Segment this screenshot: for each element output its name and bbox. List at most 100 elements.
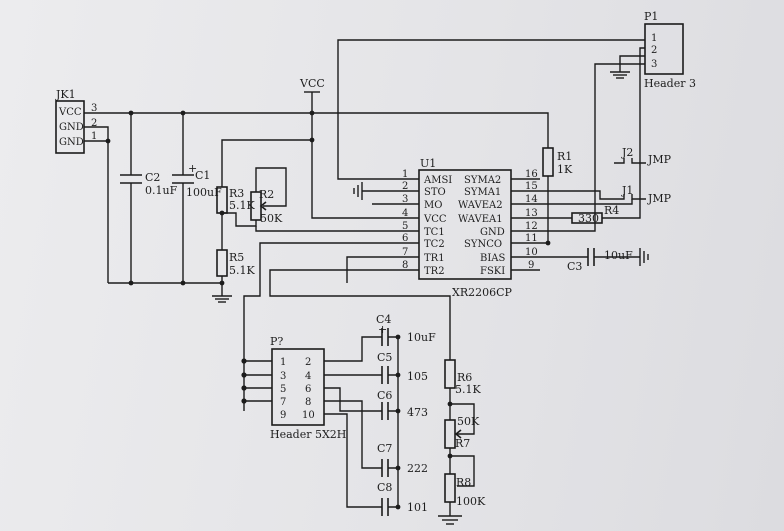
header-pin2: 2: [305, 357, 311, 368]
r6-value: 5.1K: [455, 383, 481, 396]
wire-tr1: [346, 256, 391, 283]
u1-pin6-num: 6: [402, 233, 408, 244]
u1-pin8-num: 8: [402, 260, 408, 271]
wire-jk1-gnd: [84, 126, 109, 283]
resistor-r4: 330 R4: [571, 204, 619, 225]
u1-pin4-num: 4: [402, 208, 408, 219]
u1-pin16-num: 16: [525, 169, 538, 180]
c2-value: 0.1uF: [145, 184, 178, 197]
p1-pin3: 3: [651, 59, 657, 70]
jk1-pin3-num: 3: [91, 103, 97, 114]
c3-ref: C3: [567, 260, 582, 273]
c1-polarity: +: [188, 162, 197, 175]
r4-value: 330: [578, 212, 599, 225]
jk1-ref: JK1: [55, 88, 76, 101]
ground-symbol-4: [610, 55, 645, 79]
capacitor-c2: C2 0.1uF: [120, 113, 178, 283]
capacitor-c7: C7 222: [377, 442, 428, 477]
u1-pin14-name: WAVEA2: [458, 200, 503, 211]
header-name: Header 5X2H: [270, 428, 346, 441]
wire-hdr-c4: [324, 336, 382, 362]
j2-value: JMP: [647, 153, 672, 166]
wire-wavea2: [540, 199, 633, 205]
u1-pin9-name: FSKI: [480, 266, 505, 277]
header-pin5: 5: [280, 384, 286, 395]
jumper-j2: J2 JMP: [614, 146, 672, 166]
wire-hdr-c7: [324, 400, 382, 469]
j1-value: JMP: [647, 192, 672, 205]
wire-vcc-rail: [84, 112, 549, 148]
potentiometer-r7: 50K R7: [444, 403, 480, 450]
r1-value: 1K: [557, 163, 573, 176]
c7-value: 222: [407, 462, 428, 475]
ground-symbol-2: [353, 182, 391, 200]
p1-pin1: 1: [651, 33, 657, 44]
ground-symbol-1: [212, 295, 232, 303]
resistor-r5: R5 5.1K: [216, 249, 255, 277]
capacitor-c4: C4 + 10uF: [376, 313, 436, 346]
u1-part: XR2206CP: [452, 286, 513, 299]
j2-ref: J2: [621, 146, 633, 159]
capacitor-c8: C8 101: [377, 481, 428, 516]
wire-amsi-p1: [337, 39, 645, 180]
header-pin6: 6: [305, 384, 311, 395]
u1-pin9-num: 9: [528, 260, 534, 271]
wire-syma1-j1: [540, 190, 620, 200]
c6-value: 473: [407, 406, 428, 419]
u1-pin2-name: STO: [424, 187, 446, 198]
potentiometer-r2: R2 50K: [250, 167, 287, 225]
ground-symbol-3: [639, 248, 649, 266]
jk1-pin3-name: VCC: [58, 107, 82, 118]
wire-r4-out: [602, 47, 645, 219]
p1-name: Header 3: [644, 77, 696, 90]
capacitor-c1: + C1 100uF: [172, 113, 222, 283]
r2-value: 50K: [260, 212, 283, 225]
header-pin7: 7: [280, 397, 286, 408]
u1-ref: U1: [420, 157, 436, 170]
header-ref: P?: [270, 335, 283, 348]
jk1-pin2-num: 2: [91, 118, 97, 129]
u1-pin10-num: 10: [525, 247, 538, 258]
wire-r1-synco: [540, 176, 549, 244]
c7-ref: C7: [377, 442, 392, 455]
header-pin9: 9: [280, 410, 286, 421]
u1-pin13-name: WAVEA1: [458, 214, 503, 225]
u1-pin12-num: 12: [525, 221, 538, 232]
c8-ref: C8: [377, 481, 392, 494]
vcc-symbol: VCC: [299, 77, 325, 93]
header-pin10: 10: [302, 410, 315, 421]
potentiometer-r8: R8 100K: [444, 455, 486, 508]
jk1-pin1-num: 1: [91, 131, 97, 142]
r1-ref: R1: [557, 150, 572, 163]
c1-ref: C1: [195, 169, 210, 182]
capacitor-c3: C3 10uF: [567, 248, 640, 273]
r4-ref: R4: [604, 204, 619, 217]
j1-ref: J1: [621, 184, 633, 197]
u1-pin11-num: 11: [525, 233, 538, 244]
jk1-pin2-name: GND: [59, 122, 84, 133]
r5-ref: R5: [229, 251, 244, 264]
u1-pin3-name: MO: [424, 200, 442, 211]
u1-pin2-num: 2: [402, 181, 408, 192]
u1-pin7-name: TR1: [424, 253, 445, 264]
c1-value: 100uF: [186, 186, 222, 199]
wire-vcc-r3: [221, 139, 312, 187]
p1-ref: P1: [644, 10, 658, 23]
wire-tr2: [269, 269, 451, 360]
u1-pin7-num: 7: [402, 247, 408, 258]
u1-pin6-name: TC2: [424, 239, 445, 250]
header-pin4: 4: [305, 371, 311, 382]
u1-pin5-num: 5: [402, 221, 408, 232]
u1-pin13-num: 13: [525, 208, 538, 219]
ic-u1: U1 XR2206CP 1 2 3 4 5 6 7 8 AMSI STO MO …: [391, 157, 540, 299]
vcc-label: VCC: [299, 77, 325, 90]
u1-pin11-name: SYNCO: [464, 239, 502, 250]
u1-pin10-name: BIAS: [480, 253, 506, 264]
capacitor-c5: C5 105: [377, 351, 428, 384]
jumper-j1: J1 JMP: [620, 184, 672, 205]
p1-pin2: 2: [651, 45, 657, 56]
u1-pin14-num: 14: [525, 194, 538, 205]
r3-value: 5.1K: [229, 199, 255, 212]
u1-pin15-num: 15: [525, 181, 538, 192]
